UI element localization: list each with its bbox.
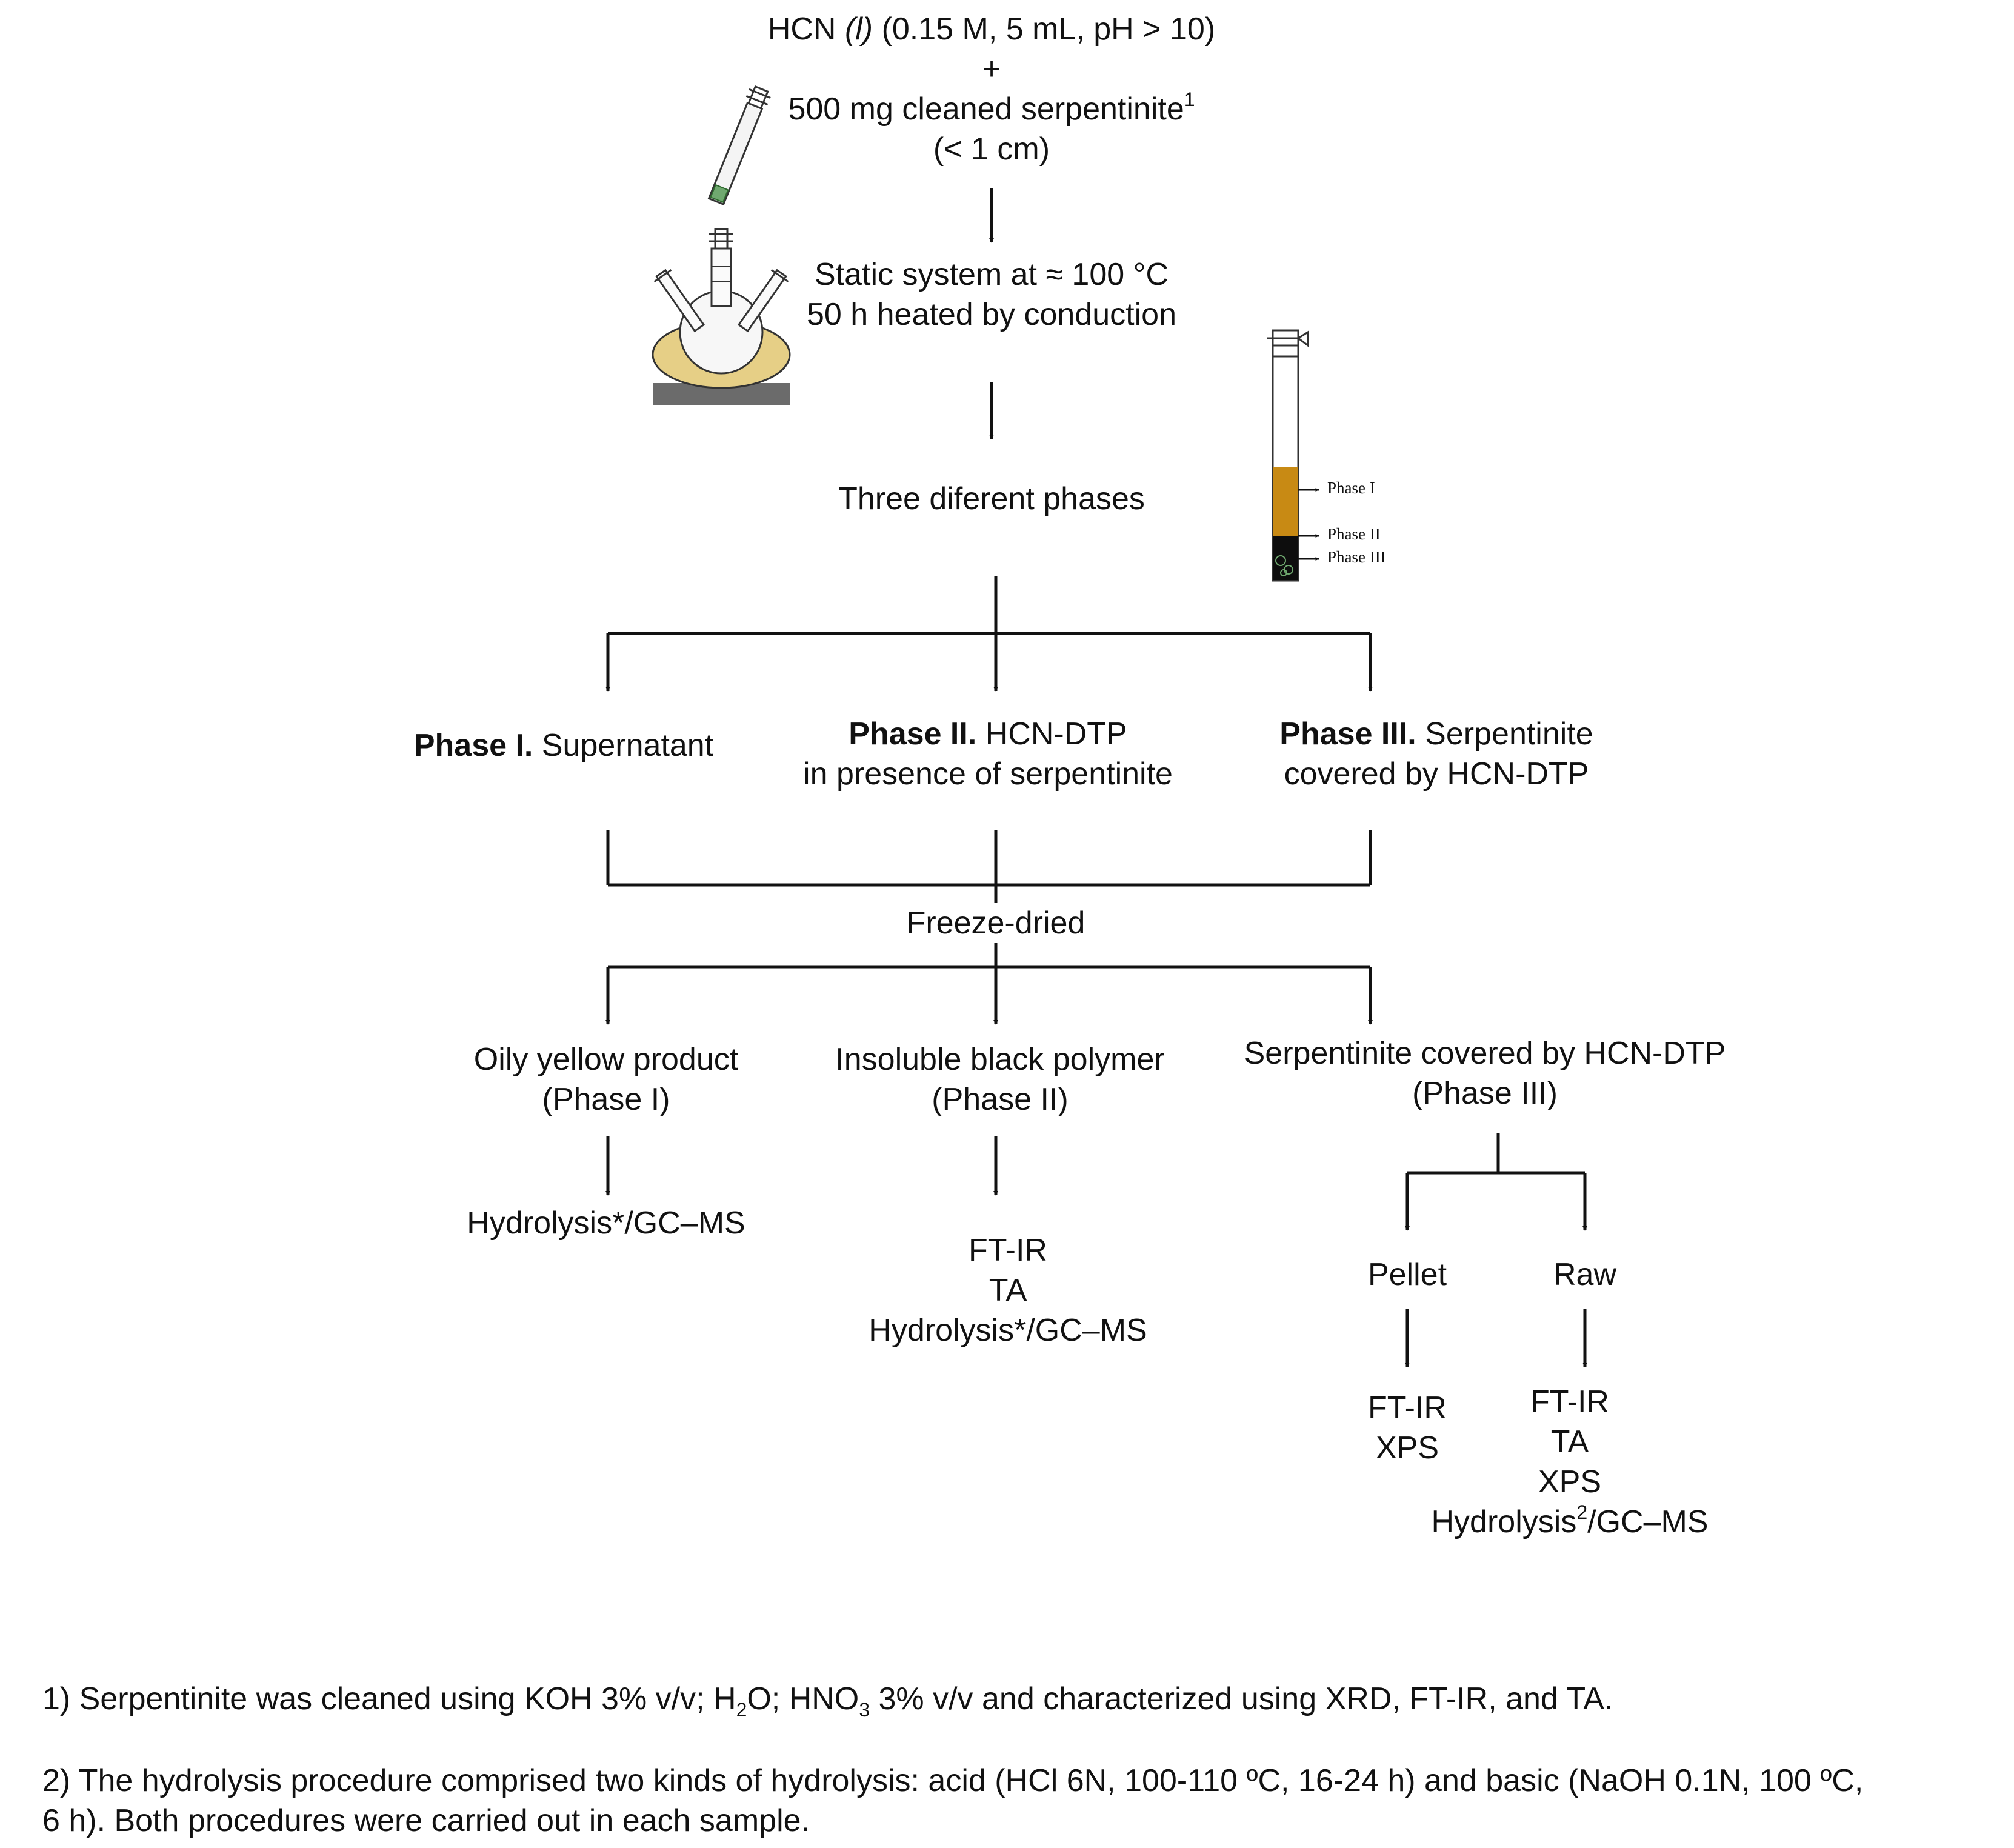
start-line2: 500 mg cleaned serpentinite1 (788, 88, 1195, 127)
tube-label-arrows (1298, 488, 1319, 561)
start-reagents: HCN (l) (0.15 M, 5 mL, pH > 10) + 500 mg… (749, 9, 1234, 169)
static-line2: 50 h heated by conduction (806, 297, 1177, 332)
static-line1: Static system at ≈ 100 °C (815, 257, 1169, 292)
analysis-raw-hydrolysis: Hydrolysis2/GC–MS (1431, 1501, 1709, 1539)
raw-label: Raw (1553, 1257, 1617, 1292)
footnote-1: 1) Serpentinite was cleaned using KOH 3%… (42, 1681, 1613, 1721)
freeze-dried-step: Freeze-dried (814, 903, 1178, 943)
analysis-phase2: FT-IR TA Hydrolysis*/GC–MS (869, 1233, 1147, 1348)
phase1-head: Phase I. Supernatant (413, 728, 714, 763)
analysis-raw: FT-IR TA XPS Hydrolysis2/GC–MS (1388, 1382, 1752, 1542)
product-phase2: Insoluble black polymer (Phase II) (835, 1042, 1165, 1117)
heating-flask-illustration (652, 228, 791, 405)
phase3-head: Phase III. Serpentinite covered by HCN-D… (1279, 716, 1593, 792)
phase-tube-illustration (1267, 329, 1309, 582)
pellet-label: Pellet (1367, 1257, 1447, 1292)
start-line3: (< 1 cm) (933, 132, 1050, 167)
phase2-head: Phase II. HCN-DTP in presence of serpent… (803, 716, 1173, 792)
phases-title: Three diferent phases (838, 481, 1145, 516)
tube-phase1-fill (1273, 467, 1298, 536)
start-line1: HCN (l) (0.15 M, 5 mL, pH > 10) (767, 12, 1216, 47)
tube-label-phase3: Phase III (1327, 548, 1386, 566)
tube-label-phase1: Phase I (1327, 479, 1375, 497)
analysis-phase1: Hydrolysis*/GC–MS (467, 1206, 745, 1241)
product-phase1: Oily yellow product (Phase I) (473, 1042, 739, 1117)
tube-label-phase2: Phase II (1327, 525, 1381, 543)
static-conditions: Static system at ≈ 100 °C 50 h heated by… (749, 255, 1234, 335)
analysis-pellet: FT-IR XPS (1368, 1390, 1447, 1466)
start-plus: + (982, 52, 1001, 87)
vial-illustration (707, 85, 771, 206)
footnote-2: 2) The hydrolysis procedure comprised tw… (42, 1763, 1864, 1838)
product-phase3: Serpentinite covered by HCN-DTP (Phase I… (1244, 1036, 1726, 1111)
